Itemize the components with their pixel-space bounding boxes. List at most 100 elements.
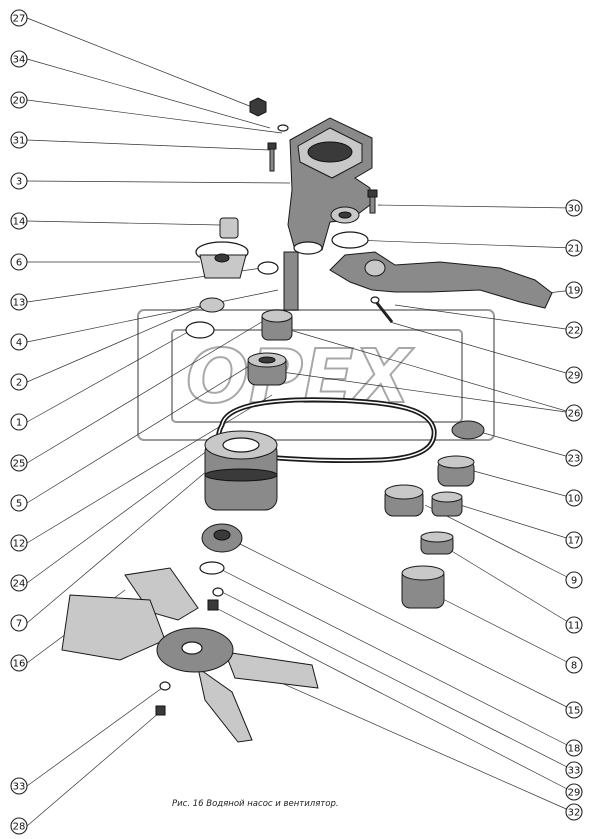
callout-label: 23	[568, 454, 581, 465]
callout-label: 6	[16, 258, 22, 269]
callout-marker: 28	[10, 817, 28, 835]
callout-label: 21	[568, 244, 581, 255]
callout-label: 12	[13, 539, 26, 550]
callout-label: 29	[568, 371, 581, 382]
callout-marker: 34	[10, 50, 28, 68]
leader-lines-right	[215, 204, 574, 813]
figure-caption: Рис. 16 Водяной насос и вентилятор.	[172, 799, 339, 809]
callout-label: 10	[568, 494, 581, 505]
fan-hub	[201, 523, 243, 553]
callout-marker: 9	[565, 571, 583, 589]
seal	[219, 217, 239, 239]
watermark-text: OPEX	[186, 334, 415, 420]
callout-label: 34	[13, 55, 26, 66]
callouts-left: 27 34 20 31 3 14 6 13 4 2 1 25 5 12 24 7…	[10, 9, 28, 835]
nut	[249, 97, 267, 117]
callout-marker: 14	[10, 212, 28, 230]
callout-label: 17	[568, 536, 581, 547]
bearing	[437, 455, 475, 487]
callout-marker: 7	[10, 614, 28, 632]
callout-label: 31	[13, 136, 26, 147]
bushing	[401, 565, 445, 609]
callout-label: 13	[13, 298, 26, 309]
water-pipe	[329, 251, 553, 309]
callout-marker: 10	[565, 489, 583, 507]
callout-label: 4	[16, 338, 22, 349]
callout-marker: 19	[565, 281, 583, 299]
watermark-logo: OPEX	[137, 309, 495, 441]
callout-marker: 25	[10, 454, 28, 472]
callout-marker: 24	[10, 574, 28, 592]
callout-label: 26	[568, 409, 581, 420]
callout-marker: 15	[565, 701, 583, 719]
bearing	[261, 309, 293, 341]
fan	[61, 567, 319, 743]
parts-drawing	[61, 97, 553, 743]
callout-marker: 18	[565, 739, 583, 757]
callout-marker: 30	[565, 199, 583, 217]
callout-label: 7	[16, 619, 22, 630]
callout-marker: 29	[565, 783, 583, 801]
callout-label: 9	[571, 576, 577, 587]
callout-label: 28	[13, 822, 26, 833]
seal-ring	[185, 321, 215, 339]
callout-marker: 20	[10, 91, 28, 109]
impeller	[195, 241, 249, 279]
bearing	[384, 484, 424, 517]
callout-marker: 29	[565, 366, 583, 384]
callout-marker: 13	[10, 293, 28, 311]
callout-marker: 4	[10, 333, 28, 351]
callout-marker: 21	[565, 239, 583, 257]
callout-marker: 12	[10, 534, 28, 552]
callout-label: 3	[16, 177, 22, 188]
washer	[257, 261, 279, 275]
callout-label: 11	[568, 621, 581, 632]
callouts-right: 30 21 19 22 29 26 23 10 17 9 11 8 15 18 …	[565, 199, 583, 821]
callout-marker: 2	[10, 373, 28, 391]
bearing	[247, 352, 287, 386]
leader-lines-left	[26, 17, 291, 827]
bolt	[207, 587, 224, 611]
callout-label: 8	[571, 661, 577, 672]
callout-marker: 3	[10, 172, 28, 190]
callout-marker: 27	[10, 9, 28, 27]
callout-marker: 22	[565, 321, 583, 339]
callout-label: 33	[568, 766, 581, 777]
callout-marker: 8	[565, 656, 583, 674]
bolt	[267, 142, 277, 172]
callout-label: 32	[568, 808, 581, 819]
washer	[159, 681, 171, 691]
clamp-screw	[370, 296, 394, 323]
callout-marker: 5	[10, 494, 28, 512]
callout-label: 29	[568, 788, 581, 799]
callout-label: 2	[16, 378, 22, 389]
washer	[277, 124, 289, 132]
ring	[420, 531, 454, 555]
callout-label: 14	[13, 217, 26, 228]
callout-label: 27	[13, 14, 26, 25]
pump-housing	[287, 117, 373, 255]
pulley	[204, 430, 278, 511]
callout-marker: 26	[565, 404, 583, 422]
callout-marker: 17	[565, 531, 583, 549]
callout-label: 33	[13, 782, 26, 793]
bolt	[367, 189, 378, 214]
bolt	[155, 705, 166, 716]
gasket	[331, 231, 369, 249]
callout-marker: 23	[565, 449, 583, 467]
seal-ring	[199, 297, 225, 313]
callout-marker: 6	[10, 253, 28, 271]
pump-shaft	[283, 251, 299, 311]
callout-label: 24	[13, 579, 26, 590]
callout-marker: 33	[10, 777, 28, 795]
callout-label: 1	[16, 418, 22, 429]
callout-label: 19	[568, 286, 581, 297]
callout-label: 22	[568, 326, 581, 337]
callout-marker: 32	[565, 803, 583, 821]
callout-label: 30	[568, 204, 581, 215]
callout-marker: 11	[565, 616, 583, 634]
washer	[199, 561, 225, 575]
seal	[451, 420, 485, 440]
callout-label: 25	[13, 459, 26, 470]
